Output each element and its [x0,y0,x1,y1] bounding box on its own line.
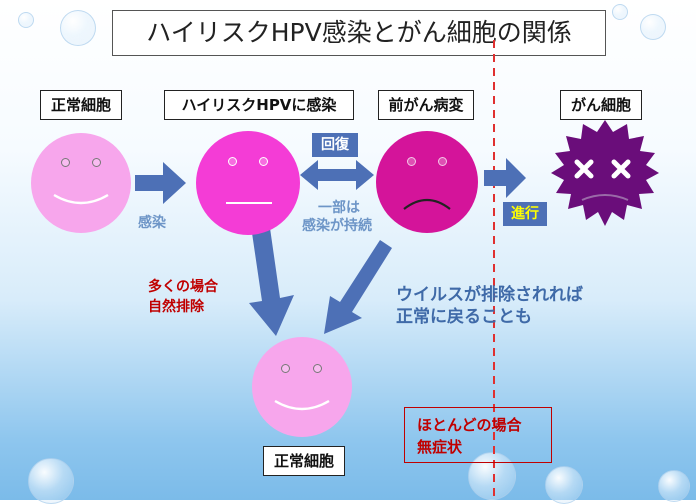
page-title: ハイリスクHPV感染とがん細胞の関係 [112,10,606,56]
frown-mouth [403,198,451,210]
label-result-normal-cell: 正常細胞 [263,446,345,476]
label-cancer-cell: がん細胞 [560,90,642,120]
arrow-recovery-bidirectional [300,160,374,190]
bubble-decoration [658,470,690,502]
arrow-return-normal [324,240,392,334]
eye-icon [281,364,290,373]
progression-tag: 進行 [503,202,547,226]
arrow-progression [484,158,526,198]
bubble-decoration [60,10,96,46]
natural-clearance-note-line2: 自然排除 [148,299,204,315]
smile-mouth [274,399,330,411]
label-normal-cell: 正常細胞 [40,90,122,120]
returned-normal-cell-face [252,337,352,437]
bubble-decoration [612,4,628,20]
eye-icon [438,157,447,166]
hpv-infected-cell-face [196,131,300,235]
asymptomatic-note-line2: 無症状 [417,438,463,456]
smile-mouth [53,193,109,205]
asymptomatic-note-line1: ほとんどの場合 [417,416,522,434]
bubble-decoration [18,12,34,28]
eye-icon [228,157,237,166]
normal-cell-face [31,133,131,233]
natural-clearance-note-line1: 多くの場合 [148,279,218,295]
infection-arrow-label: 感染 [138,215,166,231]
eye-icon [92,158,101,167]
recovery-tag: 回復 [312,133,358,157]
bubble-decoration [640,14,666,40]
bubble-decoration [468,452,516,500]
asymptomatic-note-box: ほとんどの場合 無症状 [404,407,552,463]
virus-cleared-note-line1: ウイルスが排除されれば [396,285,583,305]
virus-cleared-note-line2: 正常に戻ることも [396,307,532,327]
cancer-cell-icon [551,120,659,226]
label-precancer: 前がん病変 [378,90,474,120]
eye-icon [61,158,70,167]
persist-label-line2: 感染が持続 [302,218,372,234]
eye-icon [313,364,322,373]
eye-icon [259,157,268,166]
precancer-cell-face [376,131,478,233]
neutral-mouth [226,202,272,204]
bubble-decoration [28,458,74,504]
arrow-natural-clearance [249,228,294,336]
arrow-infection [135,162,186,204]
persist-label-line1: 一部は [318,200,360,216]
label-hpv-infection: ハイリスクHPVに感染 [164,90,354,120]
eye-icon [407,157,416,166]
